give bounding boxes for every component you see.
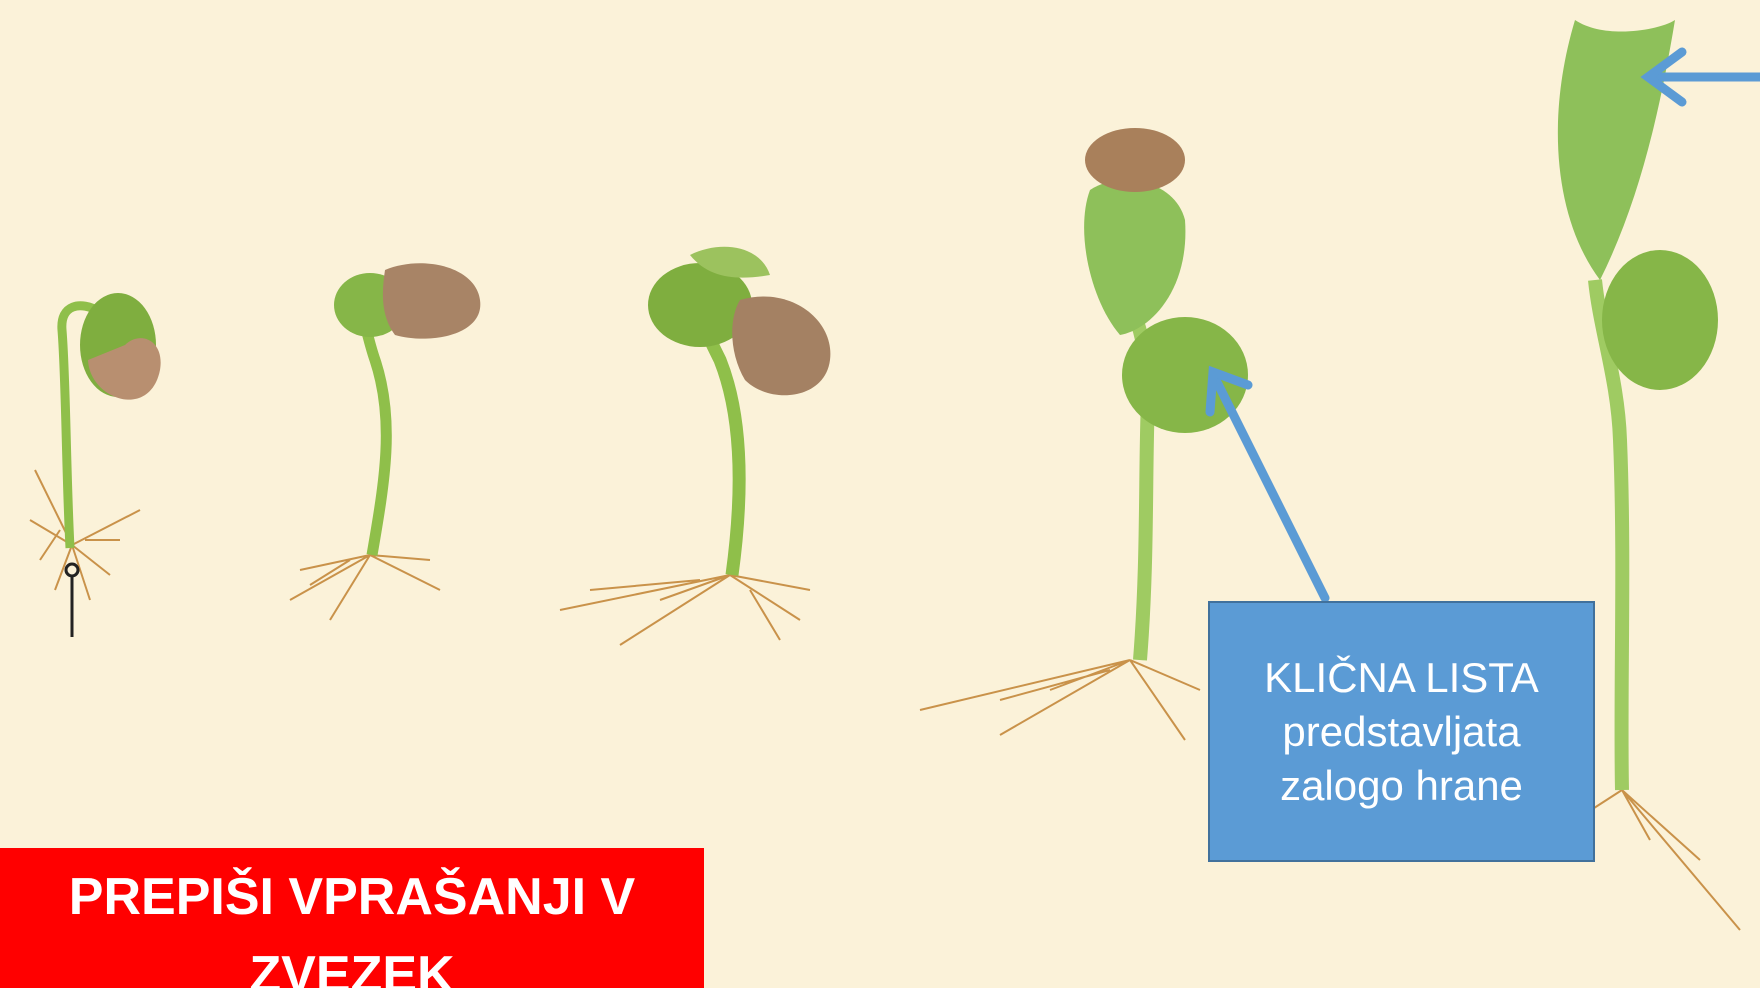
seedling-stage-3 xyxy=(560,247,830,645)
seedling-stage-4 xyxy=(920,128,1248,740)
callout-line-1: KLIČNA LISTA xyxy=(1210,651,1593,705)
arrow-to-leaf xyxy=(1648,52,1760,102)
seedling-stage-1 xyxy=(30,293,161,637)
banner-line-2: ZVEZEK xyxy=(0,936,704,988)
arrow-to-cotyledon xyxy=(1210,372,1325,598)
callout-line-2: predstavljata xyxy=(1210,705,1593,759)
banner-line-1: PREPIŠI VPRAŠANJI V xyxy=(0,858,704,936)
callout-line-3: zalogo hrane xyxy=(1210,759,1593,813)
seedling-stage-2 xyxy=(290,263,480,620)
cotyledon-callout: KLIČNA LISTA predstavljata zalogo hrane xyxy=(1208,601,1595,862)
instruction-banner: PREPIŠI VPRAŠANJI V ZVEZEK xyxy=(0,848,704,988)
